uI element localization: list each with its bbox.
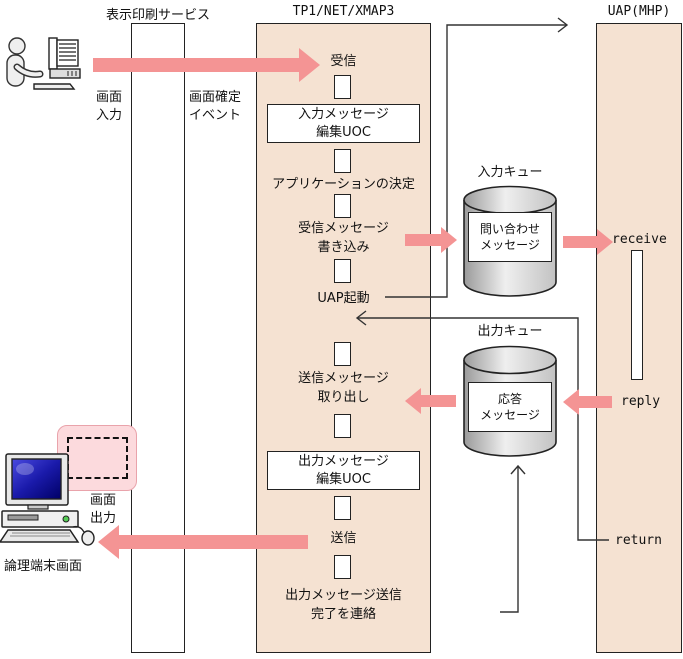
process-step-box-2 [334, 149, 351, 173]
step-label-receive: 受信 [330, 54, 357, 69]
logical-terminal-label: 論理端末画面 [4, 559, 83, 574]
desktop-computer-icon [0, 453, 95, 546]
screen-input-label: 画面 入力 [96, 90, 123, 123]
process-step-box-3 [334, 194, 351, 218]
column-header-uap-mhp: UAP(MHP) [607, 4, 671, 19]
flow-arrow-input-queue-to-receive-body [563, 236, 597, 248]
flow-arrow-reply-to-output-queue-body [579, 396, 612, 408]
flow-arrow-write-to-input-queue-body [405, 234, 441, 246]
uap-start-arrowhead [557, 17, 569, 33]
process-step-box-8 [334, 555, 351, 579]
step-label-application-decision: アプリケーションの決定 [272, 177, 415, 192]
process-step-box-6 [334, 414, 351, 438]
flow-arrow-input-queue-to-receive-head [597, 229, 613, 255]
flow-arrow-screen-input-body [93, 58, 300, 72]
process-step-box-4 [334, 259, 351, 283]
process-step-box-1 [334, 75, 351, 99]
column-header-tp1-net-xmap3: TP1/NET/XMAP3 [292, 4, 395, 19]
uap-call-reply: reply [621, 394, 661, 409]
step-label-uap-start: UAP起動 [317, 291, 370, 306]
flow-arrow-screen-output-head [98, 525, 119, 559]
notify-complete-arrowhead [510, 464, 526, 475]
flow-arrow-reply-to-output-queue-head [563, 389, 579, 415]
user-at-terminal-icon [6, 37, 81, 90]
uap-call-return: return [615, 533, 662, 548]
step-label-fetch-send-message: 送信メッセージ 取り出し [298, 371, 389, 405]
flow-arrow-output-queue-to-fetch-head [405, 388, 421, 414]
input-queue-title: 入力キュー [477, 165, 543, 180]
screen-output-label: 画面 出力 [90, 493, 117, 526]
step-label-notify-send-complete: 出力メッセージ送信 完了を連絡 [285, 588, 402, 622]
input-message-edit-uoc-box: 入力メッセージ 編集UOC [267, 104, 420, 143]
inquiry-message-box: 問い合わせ メッセージ [468, 212, 552, 262]
process-step-box-7 [334, 496, 351, 520]
column-header-display-print-service: 表示印刷サービス [105, 8, 210, 23]
flow-arrow-screen-output-body [118, 535, 308, 549]
output-message-edit-uoc-box: 出力メッセージ 編集UOC [267, 451, 420, 490]
screen-popup [57, 425, 137, 491]
step-label-write-received-message: 受信メッセージ 書き込み [298, 221, 389, 255]
lifeline-display-print-service [131, 23, 185, 653]
uap-activation-bar [631, 250, 643, 380]
notify-complete-connector-line [500, 466, 519, 613]
flow-arrow-screen-input-head [299, 48, 320, 82]
output-queue-title: 出力キュー [477, 324, 543, 339]
process-step-box-5 [334, 342, 351, 366]
screen-confirm-event-label: 画面確定 イベント [189, 90, 242, 123]
uap-call-receive: receive [612, 232, 667, 247]
step-label-send: 送信 [330, 531, 357, 546]
flow-arrow-write-to-input-queue-head [441, 227, 457, 253]
flow-arrow-output-queue-to-fetch-body [421, 395, 456, 407]
reply-message-box: 応答 メッセージ [468, 382, 552, 432]
